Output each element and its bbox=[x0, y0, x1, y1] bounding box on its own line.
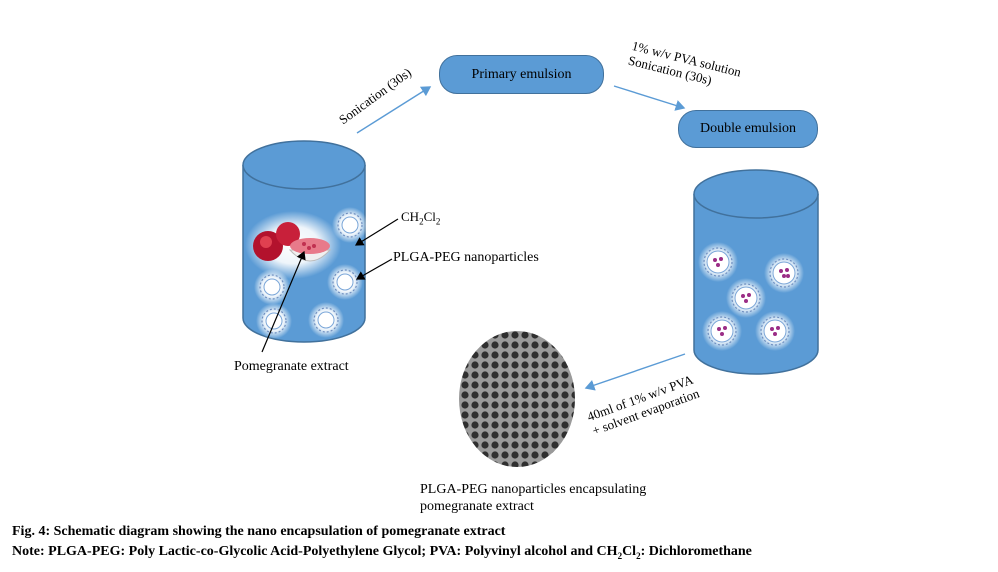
loaded-nanoparticle bbox=[702, 311, 742, 351]
loaded-nanoparticle bbox=[764, 253, 804, 293]
extract-label: Pomegranate extract bbox=[234, 359, 349, 374]
arrow-to-primary bbox=[356, 86, 432, 134]
empty-nanoparticles bbox=[254, 207, 368, 339]
result-label: PLGA-PEG nanoparticles encapsulating pom… bbox=[420, 481, 646, 515]
pomegranate-image bbox=[245, 211, 341, 279]
figure-caption: Fig. 4: Schematic diagram showing the na… bbox=[12, 524, 506, 539]
double-emulsion-label: Double emulsion bbox=[699, 121, 797, 136]
loaded-nanoparticle bbox=[698, 242, 738, 282]
arrow-to-double bbox=[613, 85, 686, 111]
ch2cl2-label: CH2Cl2 bbox=[401, 209, 441, 227]
pointer-extract bbox=[261, 250, 306, 353]
tem-micrograph bbox=[453, 325, 581, 473]
result-line1: PLGA-PEG nanoparticles encapsulating bbox=[420, 482, 647, 497]
empty-nanoparticle bbox=[327, 264, 363, 300]
nanoparticles-label: PLGA-PEG nanoparticles bbox=[393, 250, 539, 265]
double-emulsion-box: Double emulsion bbox=[678, 110, 818, 148]
loaded-nanoparticle bbox=[755, 311, 795, 351]
result-line2: pomegranate extract bbox=[420, 499, 534, 514]
primary-emulsion-label: Primary emulsion bbox=[471, 66, 572, 82]
empty-nanoparticle bbox=[256, 303, 292, 339]
loaded-nanoparticle bbox=[726, 278, 766, 318]
figure-note: Note: PLGA-PEG: Poly Lactic-co-Glycolic … bbox=[12, 544, 752, 561]
arrow-to-result bbox=[584, 353, 686, 391]
pointer-nanoparticles bbox=[355, 258, 393, 280]
empty-nanoparticle bbox=[332, 207, 368, 243]
pointer-ch2cl2 bbox=[354, 218, 399, 246]
empty-nanoparticle bbox=[308, 302, 344, 338]
empty-nanoparticle bbox=[254, 269, 290, 305]
primary-emulsion-box: Primary emulsion bbox=[439, 55, 604, 94]
loaded-nanoparticles bbox=[698, 242, 804, 351]
